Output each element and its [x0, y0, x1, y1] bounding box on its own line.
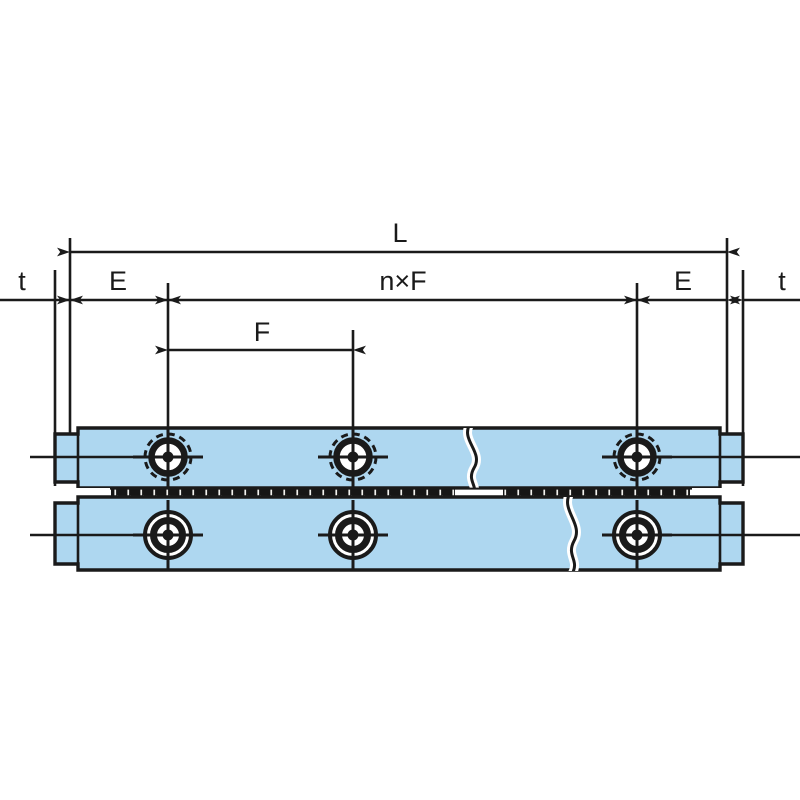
break-line-stroke	[566, 497, 578, 571]
upper-plate	[30, 426, 800, 490]
dimension-label-F: F	[254, 317, 271, 347]
hole-lower-2	[318, 500, 388, 571]
seam-gap-break	[455, 489, 503, 496]
dimension-label-nxF: n×F	[379, 266, 426, 296]
dimension-F: F	[155, 317, 366, 355]
dimension-label-L: L	[392, 218, 407, 248]
dimension-label-E-right: E	[674, 266, 692, 296]
seam-gap-right	[690, 488, 743, 497]
lower-break-line	[563, 497, 581, 571]
extension-lines-group	[53, 238, 745, 486]
seam-knuckle-band	[110, 488, 692, 497]
seam-gap-left	[55, 488, 111, 497]
dimension-L: L	[57, 218, 740, 257]
lower-plate	[30, 495, 800, 572]
hole-lower-1	[133, 500, 203, 571]
dimension-label-t-right: t	[778, 266, 786, 296]
dimension-row-main: t E n×F E t	[0, 266, 800, 305]
hole-lower-3	[602, 500, 672, 571]
dimension-label-E-left: E	[109, 266, 127, 296]
dimension-label-t-left: t	[18, 266, 26, 296]
lower-plate-holes	[133, 500, 672, 571]
upper-plate-holes	[133, 428, 672, 489]
hole-upper-2	[318, 428, 388, 489]
hole-upper-3	[602, 428, 672, 489]
hole-upper-1	[133, 428, 203, 489]
